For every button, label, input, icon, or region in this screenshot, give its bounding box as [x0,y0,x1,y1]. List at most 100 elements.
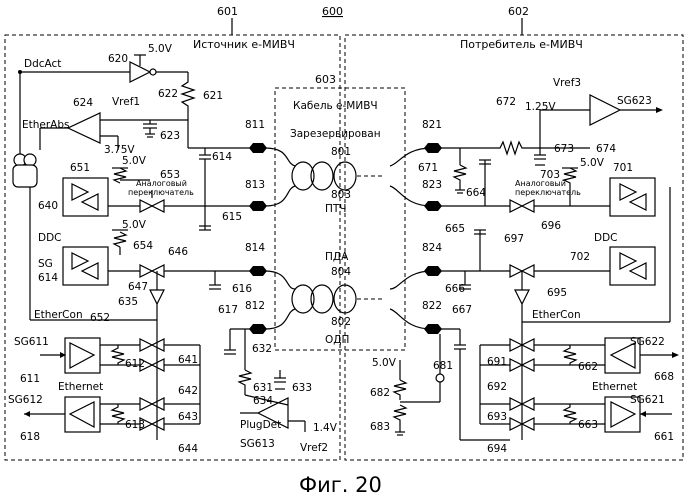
ethernet-sink-label: Ethernet [592,381,637,393]
sg621-label: SG621 [630,394,665,406]
ref-661: 661 [654,431,674,443]
cable-twisted-pairs [265,148,432,329]
ref-633: 633 [292,382,312,394]
ref-623: 623 [160,130,180,142]
ref-616: 616 [232,283,252,295]
v5-a-label: 5.0V [122,155,147,167]
ref-620: 620 [108,53,128,65]
etherabs-label: EtherAbs [22,119,70,131]
ref-683: 683 [370,421,390,433]
ref-634: 634 [253,395,273,407]
ref-695: 695 [547,287,567,299]
ref-652: 652 [90,312,110,324]
source-title: Источник е-МИВЧ [193,38,295,51]
ethercon-label: EtherCon [34,309,83,321]
ref-632: 632 [252,343,272,355]
ref-681: 681 [433,360,453,372]
sink-title: Потребитель е-МИВЧ [460,38,583,51]
system-ref: 600 [322,5,343,18]
ref-621: 621 [203,90,223,102]
sink-ref: 602 [508,5,529,18]
analog-switch-label-1: Аналоговый [136,179,187,188]
ref-813: 813 [245,179,265,191]
ref-613: 613 [125,419,145,431]
ref-654: 654 [133,240,153,252]
ref-640: 640 [38,200,58,212]
source-ref: 601 [217,5,238,18]
sg612-label: SG612 [8,394,43,406]
ref-665: 665 [445,223,465,235]
ref-822: 822 [422,300,442,312]
ethernet-src-label: Ethernet [58,381,103,393]
ref-804: 804 [331,266,351,278]
cable-reserved-label: Зарезервирован [290,128,381,140]
ref-667: 667 [452,304,472,316]
ref-646: 646 [168,246,188,258]
ref-666: 666 [445,283,465,295]
cable-pda-label: ПДА [325,251,349,263]
sink-ethercon-label: EtherCon [532,309,581,321]
ref-802: 802 [331,316,351,328]
ref-662: 662 [578,361,598,373]
ref-674: 674 [596,143,616,155]
ref-693: 693 [487,411,507,423]
ref-801: 801 [331,146,351,158]
v125-label: 1.25V [525,101,556,113]
figure-caption: Фиг. 20 [299,473,382,497]
ref-614: 614 [212,151,232,163]
sg613-label: SG613 [240,438,275,450]
ref-803: 803 [331,189,351,201]
plugdet-label: PlugDet [240,419,281,431]
vref2-label: Vref2 [300,442,328,454]
ddc-label: DDC [38,232,62,244]
ref-622: 622 [158,88,178,100]
v5-b-label: 5.0V [122,219,147,231]
ref-692: 692 [487,381,507,393]
v5-top-label: 5.0V [148,43,173,55]
ref-672: 672 [496,96,516,108]
cable-ptch-label: ПТЧ [325,203,347,215]
ref-663: 663 [578,419,598,431]
ref-691: 691 [487,356,507,368]
ref-647: 647 [128,281,148,293]
ref-694: 694 [487,443,507,455]
ref-643: 643 [178,411,198,423]
ref-812: 812 [245,300,265,312]
ref-664: 664 [466,187,486,199]
ddcact-label: DdcAct [24,58,61,70]
ref-682: 682 [370,387,390,399]
sink-analog-switch-label-1: Аналоговый [515,179,566,188]
v5-sink-a-label: 5.0V [580,157,605,169]
ref-821: 821 [422,119,442,131]
sg611-label: SG611 [14,336,49,348]
ref-814: 814 [245,242,265,254]
ref-673: 673 [554,143,574,155]
ref-617: 617 [218,304,238,316]
ref-644: 644 [178,443,198,455]
ref-671: 671 [418,162,438,174]
ref-624: 624 [73,97,93,109]
v14-label: 1.4V [313,422,338,434]
sg622-label: SG622 [630,336,665,348]
sink-analog-switch-label-2: переключатель [515,188,581,197]
ref-635: 635 [118,296,138,308]
ref-823: 823 [422,179,442,191]
cable-title: Кабель е-МИВЧ [293,100,378,112]
ref-618: 618 [20,431,40,443]
ref-612: 612 [125,358,145,370]
ref-651: 651 [70,162,90,174]
vref1-label: Vref1 [112,96,140,108]
ref-697: 697 [504,233,524,245]
ref-642: 642 [178,385,198,397]
v5-sink-label: 5.0V [372,357,397,369]
ref-701: 701 [613,162,633,174]
ref-611: 611 [20,373,40,385]
sg-label: SG [38,258,53,270]
sink-ddc-label: DDC [594,232,618,244]
ref-824: 824 [422,242,442,254]
ref-702: 702 [570,251,590,263]
cable-odp-label: ОДП [325,334,349,346]
vref3-label: Vref3 [553,77,581,89]
ref-811: 811 [245,119,265,131]
